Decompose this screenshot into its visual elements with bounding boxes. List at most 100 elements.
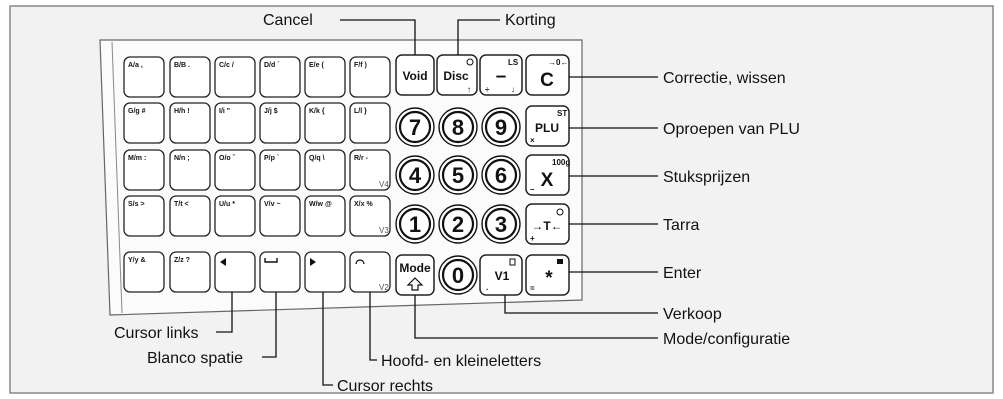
letter-key-label: S/s > — [128, 201, 145, 208]
letter-key-label: F/f ) — [354, 62, 367, 69]
letter-key[interactable]: P/p ` — [259, 149, 301, 191]
sale-key[interactable]: V1. — [479, 254, 523, 296]
letter-key[interactable]: R/r -V4 — [349, 149, 391, 191]
letter-key-label: T/t < — [174, 201, 189, 208]
letter-key[interactable]: D/d ´ — [259, 56, 301, 98]
letter-key-label: Z/z ? — [174, 257, 190, 264]
letter-key-label: K/k { — [309, 108, 325, 115]
enter-key-sub: = — [530, 284, 535, 293]
callout-cursor-rechts: Cursor rechts — [337, 378, 433, 395]
space-key[interactable] — [259, 251, 301, 293]
letter-key[interactable]: Y/y & — [123, 251, 165, 293]
disc-key[interactable]: Disc↑ — [436, 54, 478, 96]
digit-key-9[interactable]: 9 — [481, 107, 521, 147]
tare-key[interactable]: →T←+ — [525, 203, 570, 245]
letter-key-label: E/e ( — [309, 62, 324, 69]
letter-key[interactable]: S/s > — [123, 195, 165, 237]
letter-key[interactable]: L/l } — [349, 102, 391, 144]
void-key-label: Void — [402, 69, 427, 83]
digit-key-4[interactable]: 4 — [395, 155, 435, 195]
printer-icon — [557, 259, 563, 264]
clear-key[interactable]: →0← C — [525, 54, 570, 96]
letter-key[interactable]: O/o ˆ — [214, 149, 256, 191]
digit-key-3[interactable]: 3 — [481, 204, 521, 244]
letter-key-label: W/w @ — [309, 201, 332, 208]
callout-tarra: Tarra — [663, 217, 700, 234]
minus-key-label: – — [496, 66, 507, 87]
key-footnote: V4 — [379, 180, 389, 189]
letter-key-label: Q/q \ — [309, 155, 325, 162]
space-icon — [264, 258, 278, 263]
minus-key-sup: LS — [508, 58, 519, 67]
digit-label: 7 — [409, 115, 421, 140]
callout-stuksprijzen: Stuksprijzen — [663, 169, 750, 186]
callout-hoofd-kleineletters: Hoofd- en kleineletters — [381, 353, 541, 370]
cursor-right-key[interactable] — [304, 251, 346, 293]
letter-key[interactable]: H/h ! — [169, 102, 211, 144]
letter-key[interactable]: B/B . — [169, 56, 211, 98]
letter-key-label: N/n ; — [174, 155, 190, 162]
key-footnote: V3 — [379, 226, 389, 235]
digit-key-8[interactable]: 8 — [438, 107, 478, 147]
key-footnote: V2 — [379, 283, 389, 292]
minus-key[interactable]: LS–÷↓ — [479, 54, 523, 96]
enter-key[interactable]: *= — [525, 254, 570, 296]
letter-key[interactable]: M/m : — [123, 149, 165, 191]
clock-icon — [466, 58, 474, 66]
letter-key[interactable]: N/n ; — [169, 149, 211, 191]
letter-key[interactable]: X/x %V3 — [349, 195, 391, 237]
shift-arrow-icon — [406, 277, 424, 291]
digit-label: 2 — [452, 212, 464, 237]
clear-key-label: C — [540, 70, 554, 91]
letter-key[interactable]: K/k { — [304, 102, 346, 144]
letter-key[interactable]: I/i " — [214, 102, 256, 144]
letter-key[interactable]: G/g # — [123, 102, 165, 144]
digit-key-5[interactable]: 5 — [438, 155, 478, 195]
digit-label: 9 — [495, 115, 507, 140]
callout-korting: Korting — [505, 12, 556, 29]
letter-key[interactable]: F/f ) — [349, 56, 391, 98]
mode-key[interactable]: Mode — [395, 254, 435, 296]
letter-key[interactable]: Z/z ? — [169, 251, 211, 293]
letter-key-label: L/l } — [354, 108, 367, 115]
void-key[interactable]: Void — [395, 54, 435, 96]
shift-case-key[interactable]: V2 — [349, 251, 391, 293]
plu-key-sub: × — [530, 136, 535, 145]
letter-key-label: P/p ` — [264, 155, 279, 162]
digit-key-1[interactable]: 1 — [395, 204, 435, 244]
letter-key-label: A/a , — [128, 62, 143, 69]
cursor-left-key[interactable] — [214, 251, 256, 293]
letter-key[interactable]: V/v ~ — [259, 195, 301, 237]
letter-key-label: G/g # — [128, 108, 146, 115]
digit-label: 5 — [452, 163, 464, 188]
callout-correctie: Correctie, wissen — [663, 70, 786, 87]
letter-key[interactable]: W/w @ — [304, 195, 346, 237]
callout-mode-configuratie: Mode/configuratie — [663, 331, 790, 348]
digit-label: 3 — [495, 212, 507, 237]
letter-key[interactable]: J/j $ — [259, 102, 301, 144]
disc-key-label: Disc — [443, 69, 469, 83]
digit-label: 0 — [452, 263, 464, 288]
callout-enter: Enter — [663, 265, 702, 282]
letter-key[interactable]: Q/q \ — [304, 149, 346, 191]
letter-key[interactable]: T/t < — [169, 195, 211, 237]
tare-key-sub: + — [530, 234, 535, 243]
refresh-icon — [355, 259, 365, 265]
digit-key-6[interactable]: 6 — [481, 155, 521, 195]
digit-key-7[interactable]: 7 — [395, 107, 435, 147]
digit-key-0[interactable]: 0 — [438, 255, 478, 295]
callout-labels: Cancel Korting Correctie, wissen Oproepe… — [114, 12, 800, 395]
letter-key[interactable]: A/a , — [123, 56, 165, 98]
letter-key[interactable]: E/e ( — [304, 56, 346, 98]
tare-key-label: →T← — [531, 219, 562, 233]
callout-blanco-spatie: Blanco spatie — [147, 350, 243, 367]
clear-key-sup: →0← — [548, 58, 568, 67]
letter-key[interactable]: C/c / — [214, 56, 256, 98]
calculator-icon — [509, 258, 516, 266]
letter-key[interactable]: U/u * — [214, 195, 256, 237]
digit-key-2[interactable]: 2 — [438, 204, 478, 244]
letter-key-label: J/j $ — [264, 108, 278, 115]
